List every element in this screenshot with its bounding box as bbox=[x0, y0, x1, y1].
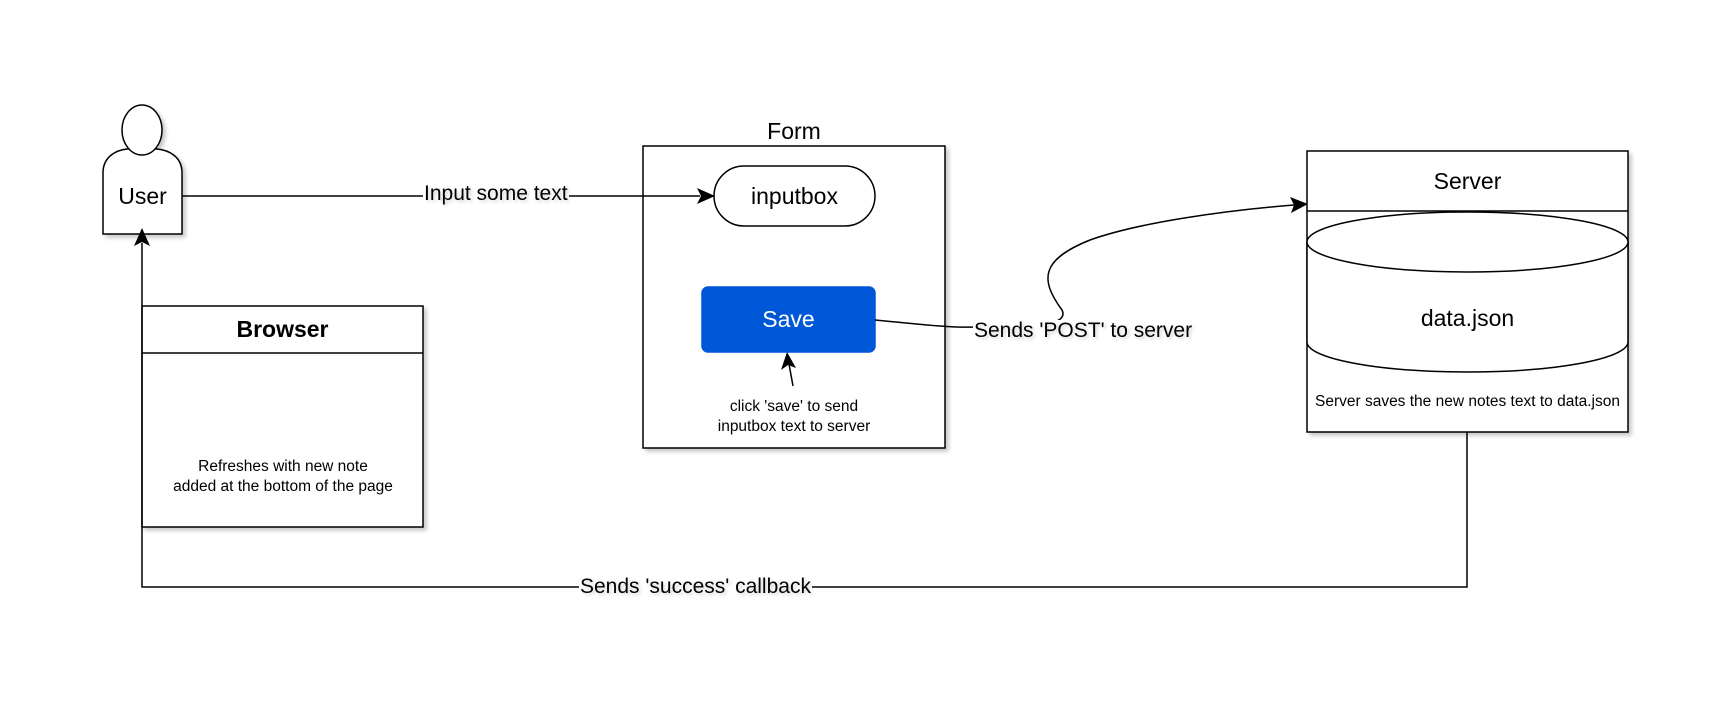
save-hint-text: click 'save' to send inputbox text to se… bbox=[717, 398, 871, 435]
arrowhead-icon bbox=[697, 188, 715, 204]
arrowhead-icon bbox=[134, 228, 150, 246]
database-cylinder-icon bbox=[1306, 211, 1629, 373]
save-button-shape[interactable] bbox=[701, 286, 876, 353]
save-button[interactable]: Save bbox=[762, 306, 815, 332]
arrowhead-icon bbox=[1290, 197, 1308, 213]
inputbox-label[interactable]: inputbox bbox=[751, 182, 838, 209]
browser-note: Refreshes with new note added at the bot… bbox=[173, 458, 393, 495]
hint-edge bbox=[788, 363, 794, 387]
user-label: User bbox=[118, 182, 167, 209]
server-note: Server saves the new notes text to data.… bbox=[1314, 393, 1620, 410]
post-request-edge bbox=[874, 204, 1295, 328]
form-title: Form bbox=[767, 117, 821, 144]
arrowhead-icon bbox=[781, 352, 796, 370]
user-actor-icon[interactable] bbox=[102, 104, 183, 235]
browser-title: Browser bbox=[236, 316, 329, 342]
input-text-edge-label: Input some text bbox=[423, 182, 569, 205]
server-title: Server bbox=[1433, 167, 1502, 194]
success-callback-edge-label: Sends 'success' callback bbox=[579, 575, 812, 598]
browser-box bbox=[141, 305, 424, 528]
database-label: data.json bbox=[1420, 304, 1515, 331]
post-request-edge-label: Sends 'POST' to server bbox=[973, 319, 1194, 342]
